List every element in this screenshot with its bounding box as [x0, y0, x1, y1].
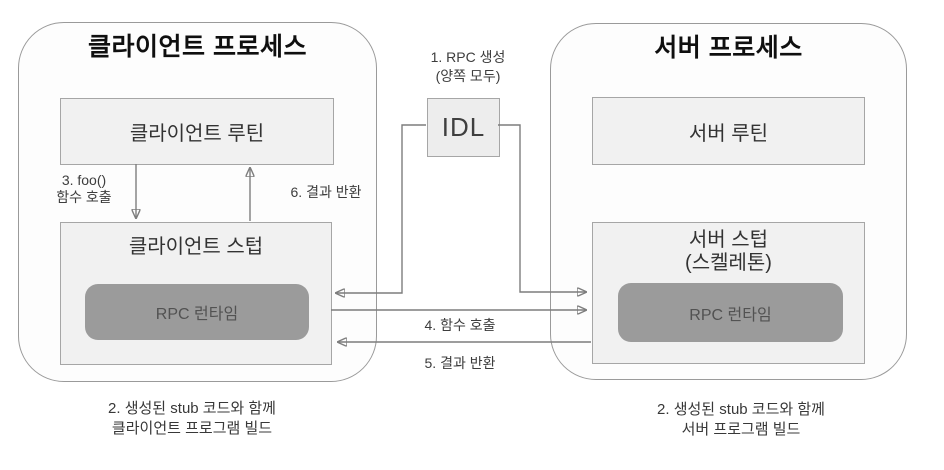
- note-step3-line1: 3. foo(): [61, 172, 107, 188]
- server-routine-box: 서버 루틴: [592, 97, 865, 165]
- note-step6-text: 6. 결과 반환: [290, 184, 362, 200]
- server-build-caption-line1: 2. 생성된 stub 코드와 함께: [657, 401, 825, 418]
- client-stub-label: 클라이언트 스텁: [128, 236, 264, 258]
- client-build-caption: 2. 생성된 stub 코드와 함께 클라이언트 프로그램 빌드: [40, 399, 344, 439]
- client-rpc-runtime-label: RPC 런타임: [155, 306, 239, 323]
- server-build-caption: 2. 생성된 stub 코드와 함께 서버 프로그램 빌드: [589, 400, 893, 440]
- client-rpc-runtime-box: RPC 런타임: [85, 284, 309, 340]
- server-build-caption-line2: 서버 프로그램 빌드: [681, 421, 801, 438]
- idl-box: IDL: [427, 98, 500, 157]
- client-routine-box: 클라이언트 루틴: [60, 98, 334, 165]
- client-process-title: 클라이언트 프로세스: [88, 33, 307, 61]
- client-build-caption-line1: 2. 생성된 stub 코드와 함께: [108, 400, 276, 417]
- client-stub-box: 클라이언트 스텁 RPC 런타임: [60, 222, 332, 365]
- idl-label: IDL: [441, 112, 486, 142]
- note-step4-text: 4. 함수 호출: [424, 317, 496, 333]
- note-step6-result-return: 6. 결과 반환: [276, 184, 376, 201]
- server-rpc-runtime-box: RPC 런타임: [618, 283, 843, 342]
- server-stub-label: 서버 스텁 (스켈레톤): [685, 229, 772, 275]
- server-stub-label-line2: (스켈레톤): [685, 252, 772, 274]
- note-step1-line1: 1. RPC 생성: [430, 49, 506, 65]
- note-step3-foo-call: 3. foo() 함수 호출: [36, 172, 132, 206]
- server-routine-label: 서버 루틴: [688, 122, 769, 145]
- server-stub-box: 서버 스텁 (스켈레톤) RPC 런타임: [592, 222, 865, 364]
- note-step1-line2: (양쪽 모두): [435, 68, 501, 84]
- server-stub-label-line1: 서버 스텁: [688, 229, 769, 251]
- client-routine-label: 클라이언트 루틴: [129, 123, 265, 145]
- note-step1-rpc-generate: 1. RPC 생성 (양쪽 모두): [390, 48, 546, 86]
- note-step4-function-call: 4. 함수 호출: [400, 317, 520, 334]
- note-step3-line2: 함수 호출: [56, 189, 112, 205]
- server-rpc-runtime-label: RPC 런타임: [689, 306, 772, 324]
- client-build-caption-line2: 클라이언트 프로그램 빌드: [111, 420, 273, 437]
- note-step5-result-return: 5. 결과 반환: [400, 355, 520, 372]
- note-step5-text: 5. 결과 반환: [424, 355, 496, 371]
- server-process-title: 서버 프로세스: [654, 34, 803, 62]
